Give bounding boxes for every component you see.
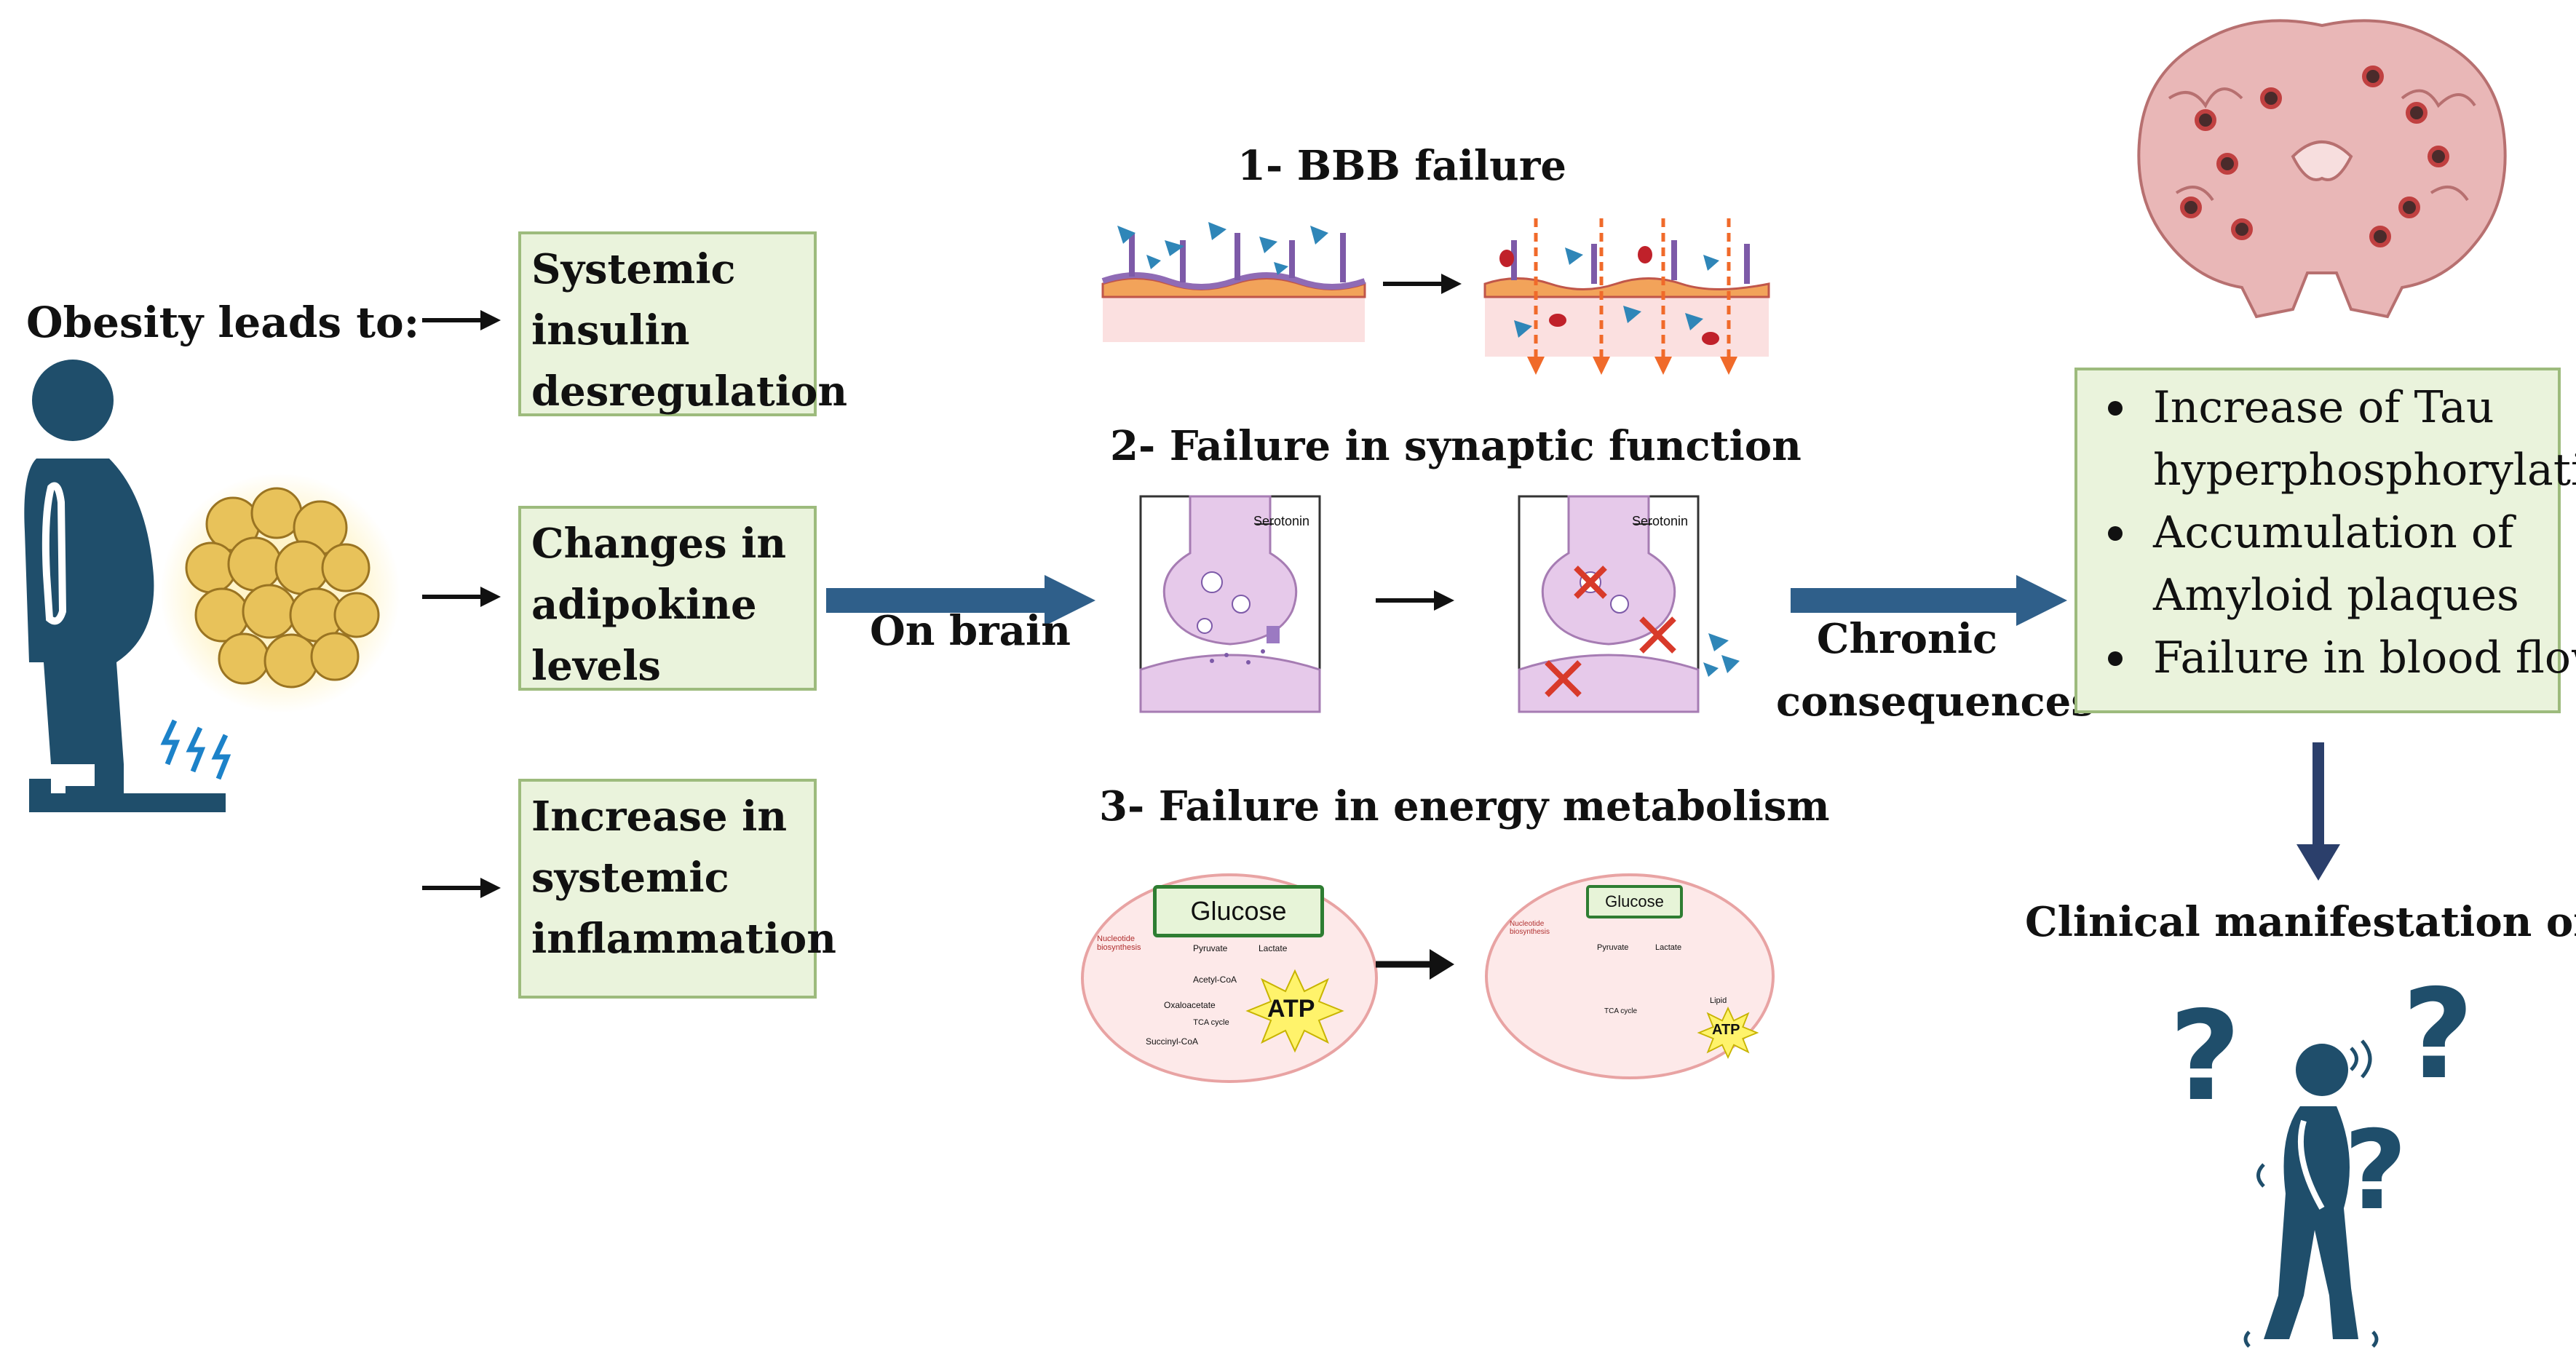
adipokine-box: Changes in adipokine levels [518, 506, 817, 691]
atp-label-normal: ATP [1267, 995, 1315, 1023]
svg-text:?: ? [2344, 1108, 2407, 1234]
metabolism-cell-failed: Glucose Nucleotide biosynthesis Pyruvate… [1485, 873, 1775, 1079]
lipid-label: Lipid [1710, 996, 1727, 1005]
on-brain-label: On brain [870, 607, 1071, 655]
down-arrow [2296, 742, 2340, 881]
bullet-icon [2108, 651, 2123, 666]
consequence-item: Amyloid plaques [2153, 570, 2519, 621]
svg-text:?: ? [2169, 985, 2241, 1129]
bbb-intact-illustration [1101, 222, 1366, 342]
synapse-arrow [1376, 590, 1454, 611]
synapse-label-2: Serotonin [1632, 514, 1689, 528]
obese-person-icon [24, 360, 231, 812]
atp-burst-normal [1245, 969, 1344, 1053]
synaptic-title: 2- Failure in synaptic function [1110, 422, 1802, 470]
acetyl-label: Acetyl-CoA [1193, 975, 1237, 985]
inflammation-text: Increase in systemic inflammation [531, 793, 836, 963]
consequence-item: Accumulation of [2095, 501, 2576, 564]
clinical-label: Clinical manifestation of AD [2025, 898, 2576, 946]
pyruvate-label-failed: Pyruvate [1597, 943, 1629, 952]
lactate-label: Lactate [1259, 943, 1288, 953]
nucleotide-label: Nucleotide biosynthesis [1097, 935, 1141, 952]
tca-label-failed: TCA cycle [1604, 1007, 1638, 1015]
synapse-label-1: Serotonin [1253, 514, 1310, 528]
bullet-icon [2108, 401, 2123, 416]
adipose-tissue-icon [160, 473, 400, 713]
insulin-text: Systemic insulin desregulation [531, 245, 848, 416]
chronic-label: Chronic consequences [1776, 615, 2094, 726]
on-brain-arrow [826, 575, 1095, 626]
pyruvate-label: Pyruvate [1193, 943, 1228, 953]
bullet-icon [2108, 526, 2123, 541]
synapse-normal-illustration [1139, 495, 1321, 713]
metabolism-cell-normal: Glucose Pyruvate Lactate Acetyl-CoA Oxal… [1081, 873, 1378, 1083]
inflammation-box: Increase in systemic inflammation [518, 779, 836, 999]
obesity-lead-text: Obesity leads to: [26, 298, 420, 347]
insulin-box: Systemic insulin desregulation [518, 231, 847, 416]
consequences-box: Increase of Tau hyperphosphorylation Acc… [2074, 368, 2576, 713]
arrow-to-adipokine [422, 587, 501, 607]
atp-burst-failed [1697, 1006, 1759, 1060]
arrow-to-insulin [422, 310, 501, 330]
tca-label: TCA cycle [1193, 1018, 1229, 1027]
bbb-failed-illustration [1483, 218, 1770, 375]
succinyl-label: Succinyl-CoA [1146, 1036, 1199, 1047]
energy-title: 3- Failure in energy metabolism [1099, 782, 1830, 830]
glucose-label-normal: Glucose [1190, 896, 1287, 926]
consequences-list: Increase of Tau hyperphosphorylation Acc… [2095, 376, 2576, 689]
ad-brain-illustration [2137, 19, 2507, 319]
arrow-to-inflammation [422, 878, 501, 898]
bbb-arrow [1383, 274, 1462, 294]
confused-person-icon: ? ? ? [2169, 963, 2474, 1348]
consequence-item: hyperphosphorylation [2153, 445, 2576, 496]
svg-text:?: ? [2402, 963, 2474, 1107]
metabolism-arrow [1376, 949, 1454, 980]
glucose-box-normal: Glucose [1153, 885, 1324, 937]
glucose-box-failed: Glucose [1586, 885, 1683, 918]
oxal-label: Oxaloacetate [1164, 1000, 1216, 1010]
adipokine-text: Changes in adipokine levels [531, 520, 787, 690]
chronic-arrow [1791, 575, 2067, 626]
synapse-failed-illustration [1518, 495, 1740, 713]
atp-label-failed: ATP [1712, 1022, 1740, 1038]
consequence-item: Increase of Tau [2095, 376, 2576, 439]
bbb-title: 1- BBB failure [1237, 142, 1566, 190]
nucleotide-label-failed: Nucleotide biosynthesis [1510, 920, 1550, 936]
glucose-label-failed: Glucose [1605, 892, 1664, 910]
lactate-label-failed: Lactate [1655, 943, 1682, 952]
consequence-item: Failure in blood flow [2095, 627, 2576, 689]
